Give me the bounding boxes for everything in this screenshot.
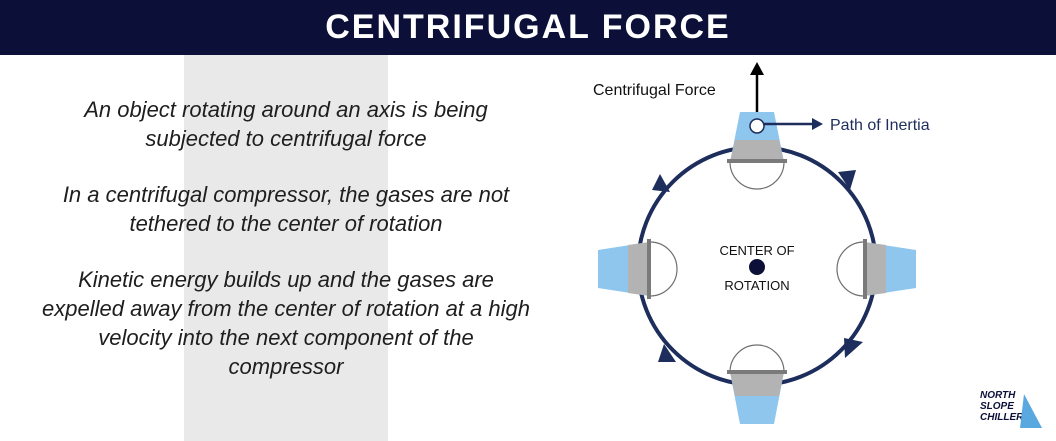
logo-line1: NORTH (980, 390, 1016, 401)
logo-mountain-icon (1020, 394, 1042, 428)
centrifugal-force-arrowhead (750, 62, 764, 75)
title-bar: CENTRIFUGAL FORCE (0, 0, 1056, 55)
paragraph-3: Kinetic energy builds up and the gases a… (42, 267, 530, 379)
paragraph-1: An object rotating around an axis is bei… (84, 97, 488, 151)
bucket-right (836, 239, 916, 299)
page-title: CENTRIFUGAL FORCE (325, 8, 731, 46)
bucket-left (598, 239, 678, 299)
center-dot (749, 259, 765, 275)
logo-line2: SLOPE (980, 401, 1014, 412)
rotation-arrow-right-upper (838, 170, 856, 190)
inertia-arrowhead (812, 118, 823, 130)
path-of-inertia-label: Path of Inertia (830, 117, 930, 134)
paragraph-2: In a centrifugal compressor, the gases a… (62, 182, 510, 236)
rotation-arrow-left-upper (652, 174, 670, 192)
background-band (184, 55, 388, 441)
rotation-arrow-left-lower (658, 344, 676, 362)
center-label-line2: ROTATION (724, 278, 789, 293)
bucket-top (727, 112, 787, 190)
center-label-line1: CENTER OF (719, 243, 794, 258)
rotation-arrow-right-lower (844, 338, 863, 358)
bucket-bottom (727, 344, 787, 424)
north-slope-chillers-logo: NORTH SLOPE CHILLERS (980, 390, 1046, 434)
description-text: An object rotating around an axis is bei… (40, 95, 532, 408)
logo-line3: CHILLERS (980, 412, 1030, 423)
centrifugal-force-label: Centrifugal Force (593, 82, 716, 99)
